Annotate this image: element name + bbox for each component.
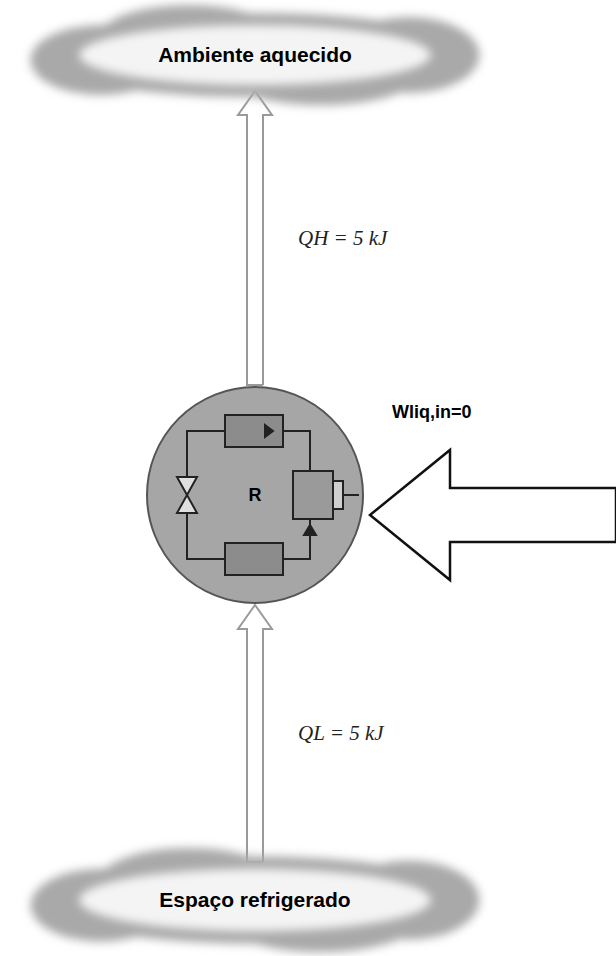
work-label: Wliq,in=0 bbox=[392, 402, 472, 423]
region-label: Ambiente aquecido bbox=[152, 41, 358, 69]
machine-label: R bbox=[249, 485, 262, 506]
refrigerated-space-cloud: Espaço refrigerado bbox=[35, 848, 475, 952]
heat-label: QH = 5 kJ bbox=[295, 226, 390, 251]
heat-label: QL = 5 kJ bbox=[295, 721, 387, 746]
heated-environment-cloud: Ambiente aquecido bbox=[35, 5, 475, 105]
region-label: Espaço refrigerado bbox=[153, 886, 356, 914]
heat-flow-arrow bbox=[238, 605, 272, 862]
refrigerator-circle: R bbox=[145, 385, 365, 605]
heat-flow-arrow bbox=[238, 91, 272, 385]
work-arrow bbox=[370, 450, 616, 580]
